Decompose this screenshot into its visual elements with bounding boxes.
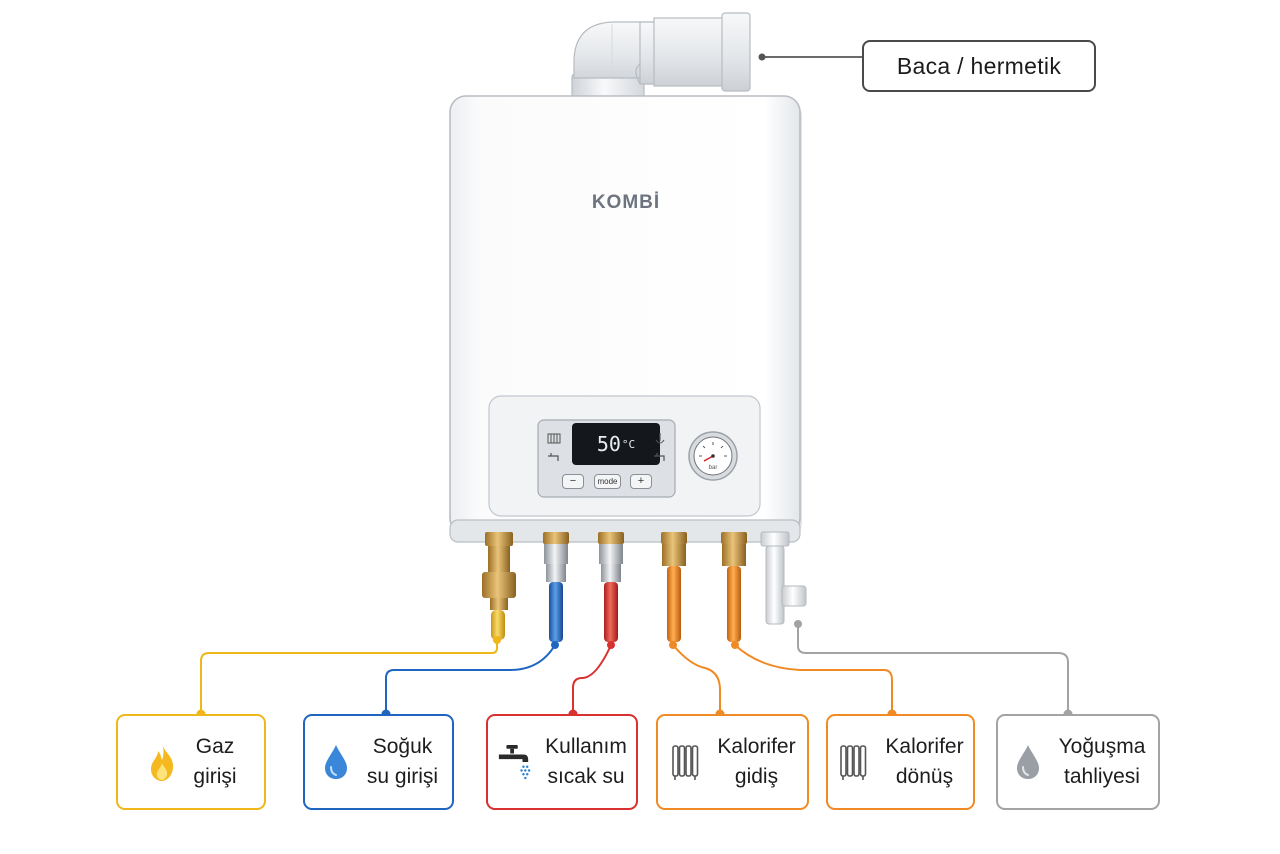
card-line2: dönüş <box>895 765 954 788</box>
card-line1: Gaz <box>195 735 235 759</box>
card-line2: sıcak su <box>547 765 625 788</box>
display-unit: °C <box>621 437 636 451</box>
card-gas-inlet-label: Gaz girişi <box>193 732 236 792</box>
card-heating-flow: Kalorifer gidiş <box>656 714 809 810</box>
tap-mode-icon-right <box>654 453 665 461</box>
mode-button[interactable]: mode <box>594 474 621 489</box>
card-condensate-label: Yoğuşma tahliyesi <box>1059 732 1146 792</box>
brand-logo: KOMBİ <box>591 192 661 213</box>
card-hot-water-label: Kullanım sıcak su <box>545 732 627 792</box>
pipe-heating-return <box>721 532 747 642</box>
card-domestic-hot-water: Kullanım sıcak su <box>486 714 638 810</box>
pressure-gauge <box>688 431 738 481</box>
card-heating-return: Kalorifer dönüş <box>826 714 975 810</box>
card-line1: Kalorifer <box>717 735 796 759</box>
connector-lines <box>200 624 1069 714</box>
card-line2: gidiş <box>734 765 779 788</box>
card-line1: Yoğuşma <box>1058 735 1146 759</box>
flue-pipe <box>571 12 751 99</box>
condensate-drop-icon <box>1011 740 1045 784</box>
card-line2: girişi <box>193 765 237 788</box>
connector-dots <box>196 620 1073 719</box>
radiator-mode-icon <box>547 433 561 444</box>
gauge-unit-label: bar <box>708 465 718 471</box>
card-cold-water-inlet: Soğuk su girişi <box>303 714 454 810</box>
card-heating-flow-label: Kalorifer gidiş <box>717 732 795 792</box>
card-line2: su girişi <box>366 765 439 788</box>
pipe-gas <box>482 532 516 640</box>
pipe-hot-water <box>598 532 624 642</box>
tap-mode-icon <box>548 453 559 461</box>
minus-button[interactable]: − <box>562 474 584 489</box>
radiator-icon <box>837 740 871 784</box>
chimney-label: Baca / hermetik <box>862 40 1096 92</box>
flame-icon <box>145 740 179 784</box>
reset-icon <box>655 433 665 444</box>
card-line1: Soğuk <box>372 735 433 759</box>
card-cold-water-label: Soğuk su girişi <box>367 732 438 792</box>
chimney-leader <box>758 53 862 61</box>
card-gas-inlet: Gaz girişi <box>116 714 266 810</box>
card-line2: tahliyesi <box>1064 765 1140 788</box>
card-heating-return-label: Kalorifer dönüş <box>885 732 963 792</box>
radiator-icon <box>669 740 703 784</box>
card-line1: Kullanım <box>545 735 627 759</box>
pipe-condensate <box>760 531 807 625</box>
water-drop-icon <box>319 740 353 784</box>
display-readout: 50°C <box>574 425 658 463</box>
plus-button[interactable]: + <box>630 474 652 489</box>
pipe-cold-water <box>543 532 569 642</box>
control-panel <box>488 395 761 517</box>
display-temperature: 50 <box>596 432 621 456</box>
faucet-icon <box>497 740 531 784</box>
card-line1: Kalorifer <box>885 735 964 759</box>
pipe-heating-flow <box>661 532 687 642</box>
lcd-display <box>572 423 660 465</box>
card-condensate-drain: Yoğuşma tahliyesi <box>996 714 1160 810</box>
